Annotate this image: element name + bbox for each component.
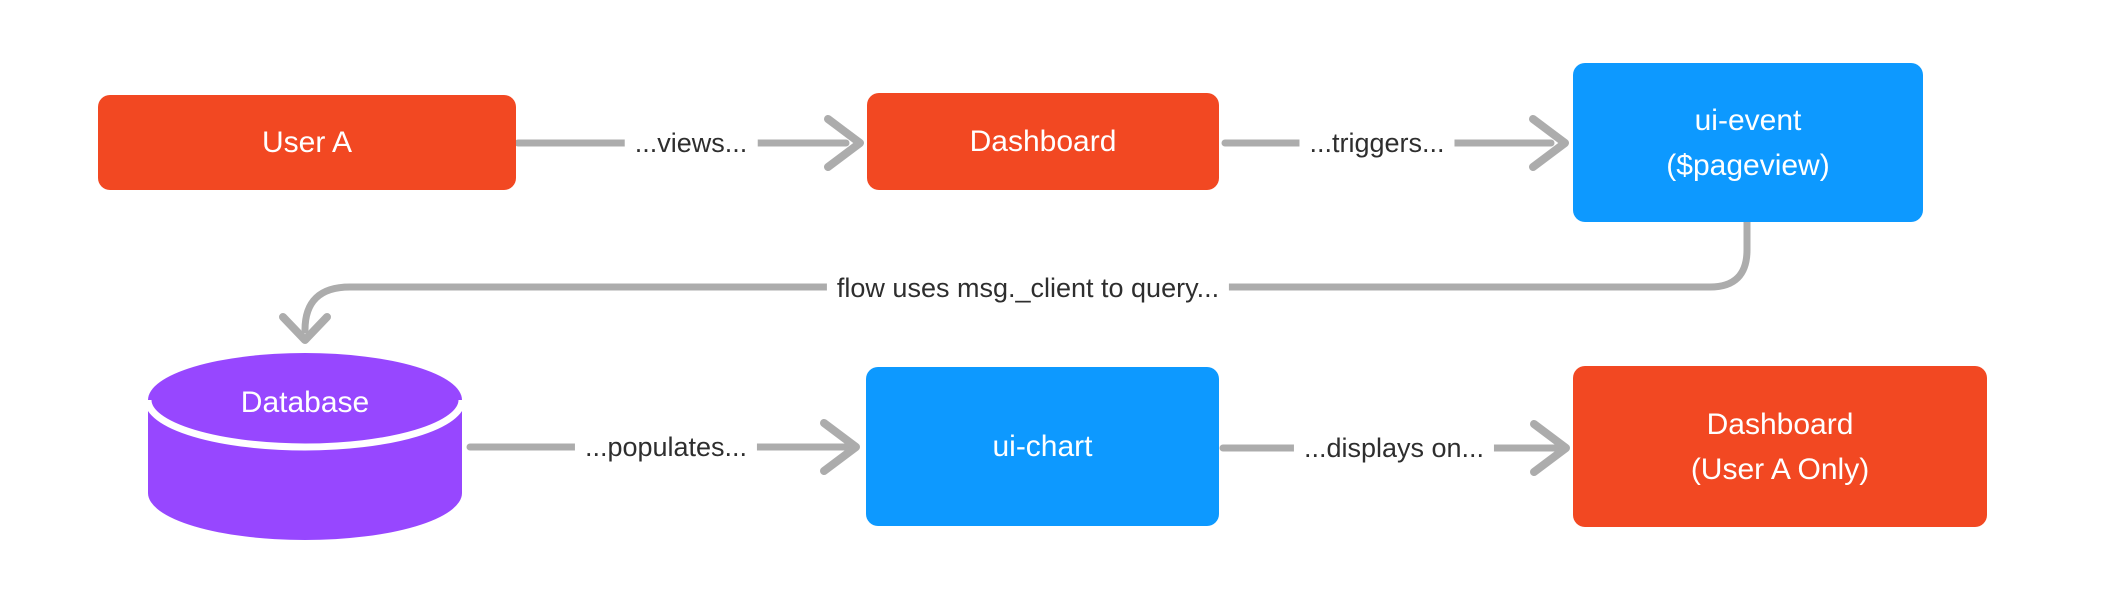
arrowhead-right-icon [1530, 420, 1570, 476]
node-dashboard-user-a-only-label: Dashboard (User A Only) [1690, 407, 1870, 486]
node-dashboard-user-a-only[interactable]: Dashboard (User A Only) [1573, 366, 1987, 527]
node-ui-chart-label: ui-chart [992, 430, 1093, 463]
edge-label-query: flow uses msg._client to query... [826, 269, 1230, 307]
node-ui-event[interactable]: ui-event ($pageview) [1573, 63, 1923, 222]
arrowhead-down-icon [279, 313, 331, 344]
edge-label-populates: ...populates... [574, 428, 758, 466]
node-ui-chart[interactable]: ui-chart [866, 367, 1219, 526]
node-user-a-label: User A [261, 126, 353, 159]
node-dashboard-label: Dashboard [969, 125, 1117, 158]
edge-label-views: ...views... [624, 124, 758, 162]
arrowhead-right-icon [824, 115, 864, 171]
node-ui-event-label: ui-event ($pageview) [1666, 103, 1830, 182]
edge-label-displays-on: ...displays on... [1293, 429, 1495, 467]
cylinder-separator [144, 399, 466, 451]
node-database[interactable]: Database [144, 353, 466, 540]
edge-label-triggers: ...triggers... [1299, 124, 1455, 162]
arrowhead-right-icon [820, 419, 860, 475]
arrowhead-right-icon [1529, 115, 1569, 171]
node-user-a[interactable]: User A [98, 95, 516, 190]
node-dashboard[interactable]: Dashboard [867, 93, 1219, 190]
edge-query-line [301, 218, 1751, 334]
node-database-label: Database [240, 386, 370, 419]
database-cylinder-icon [144, 353, 466, 540]
